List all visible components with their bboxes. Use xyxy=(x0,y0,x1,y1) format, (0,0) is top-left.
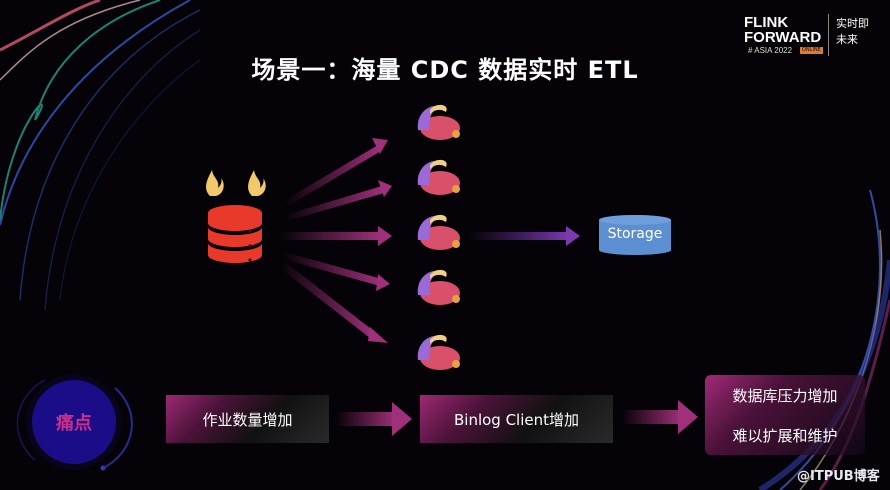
flame-icon xyxy=(248,170,266,196)
flink-forward-logo: FLINK FORWARD # ASIA 2022 ONLINE 实时即未来 xyxy=(740,12,890,62)
storage-label: Storage xyxy=(607,226,663,242)
storage-sink: Storage xyxy=(598,214,672,256)
logo-line3: # ASIA 2022 xyxy=(748,46,793,55)
arrow-step-1-to-2 xyxy=(336,402,412,436)
flink-squirrel-icon xyxy=(417,159,460,195)
source-database xyxy=(200,168,270,272)
logo-line2: FORWARD xyxy=(744,29,822,46)
flink-squirrel-icon xyxy=(417,104,460,140)
painpoint-step-3: 数据库压力增加 难以扩展和维护 xyxy=(705,375,865,455)
logo-slogan: 实时即未来 xyxy=(836,17,869,46)
painpoint-step-1: 作业数量增加 xyxy=(166,395,329,443)
storage-cylinder-icon xyxy=(599,215,671,255)
painpoint-step-1-label: 作业数量增加 xyxy=(202,410,293,429)
painpoint-ring xyxy=(16,379,133,471)
flink-squirrel-icon xyxy=(417,269,460,305)
arrow-to-job-2 xyxy=(285,180,392,221)
slide-title: 场景一：海量 CDC 数据实时 ETL xyxy=(251,56,639,84)
arrow-to-job-5 xyxy=(280,262,388,343)
painpoint-step-2-label: Binlog Client增加 xyxy=(453,410,580,429)
logo-line1: FLINK xyxy=(744,14,789,31)
arrow-to-job-4 xyxy=(283,252,390,291)
painpoint-step-2: Binlog Client增加 xyxy=(420,395,613,443)
painpoint-step-3-line-2: 难以扩展和维护 xyxy=(732,426,838,445)
watermark: @ITPUB博客 xyxy=(797,469,880,484)
flame-icon xyxy=(206,170,224,196)
arrow-to-storage xyxy=(468,226,580,246)
logo-divider xyxy=(828,14,829,56)
flink-squirrel-icon xyxy=(417,334,460,370)
logo-online-tag: ONLINE xyxy=(800,47,823,54)
arrow-step-2-to-3 xyxy=(622,400,698,434)
painpoint-badge: 痛点 xyxy=(32,380,116,464)
arrow-to-job-3 xyxy=(280,226,392,246)
flink-squirrel-icon xyxy=(417,214,460,250)
arrow-to-job-1 xyxy=(285,138,388,206)
painpoint-step-3-line-1: 数据库压力增加 xyxy=(732,386,838,405)
database-icon xyxy=(208,205,262,263)
